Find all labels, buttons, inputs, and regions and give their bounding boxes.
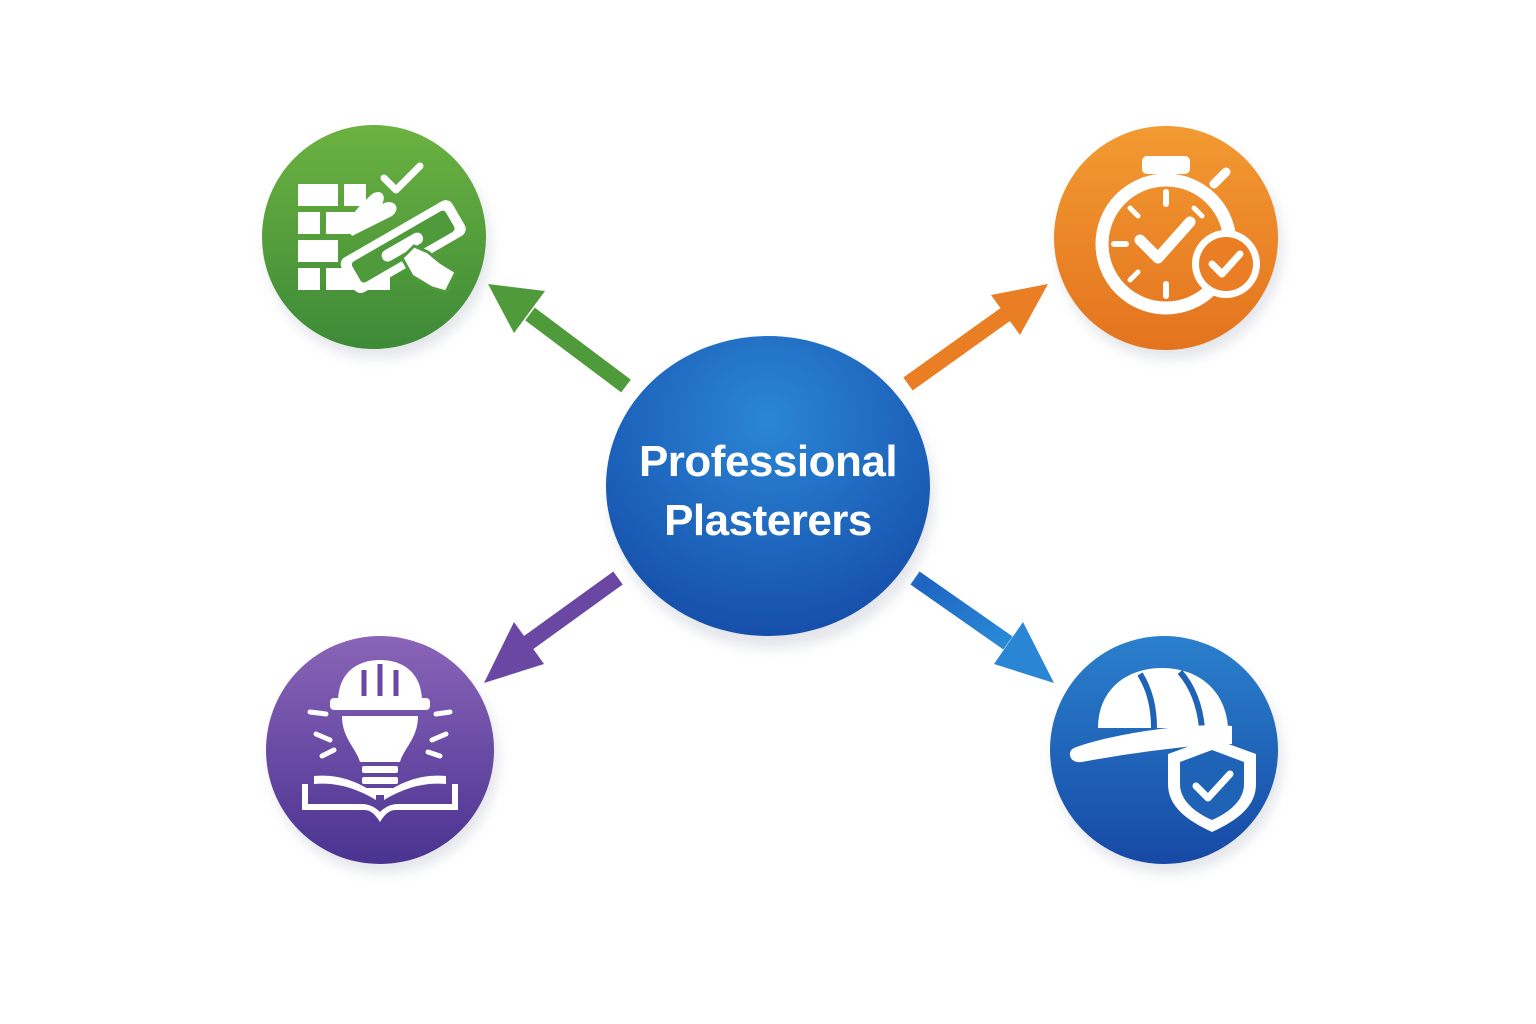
trowel-brick-wall-check-icon (298, 162, 466, 294)
center-node: Professional Plasterers (606, 336, 934, 648)
arrow-to-bottom-right (910, 571, 1054, 683)
node-on-time-completion (1054, 126, 1282, 359)
node-safety-assurance (1050, 636, 1282, 873)
arrow-to-bottom-left (484, 571, 623, 683)
stopwatch-check-icon (1095, 156, 1260, 315)
hardhat-lightbulb-book-icon (302, 660, 458, 822)
node-plastering-quality (262, 125, 490, 358)
center-title-line2: Plasterers (664, 496, 872, 545)
center-title-line1: Professional (639, 437, 897, 486)
node-expert-knowledge (266, 636, 498, 873)
hardhat-shield-check-icon (1069, 668, 1256, 832)
arrow-to-top-right (903, 284, 1048, 391)
arrow-to-top-left (488, 284, 631, 393)
